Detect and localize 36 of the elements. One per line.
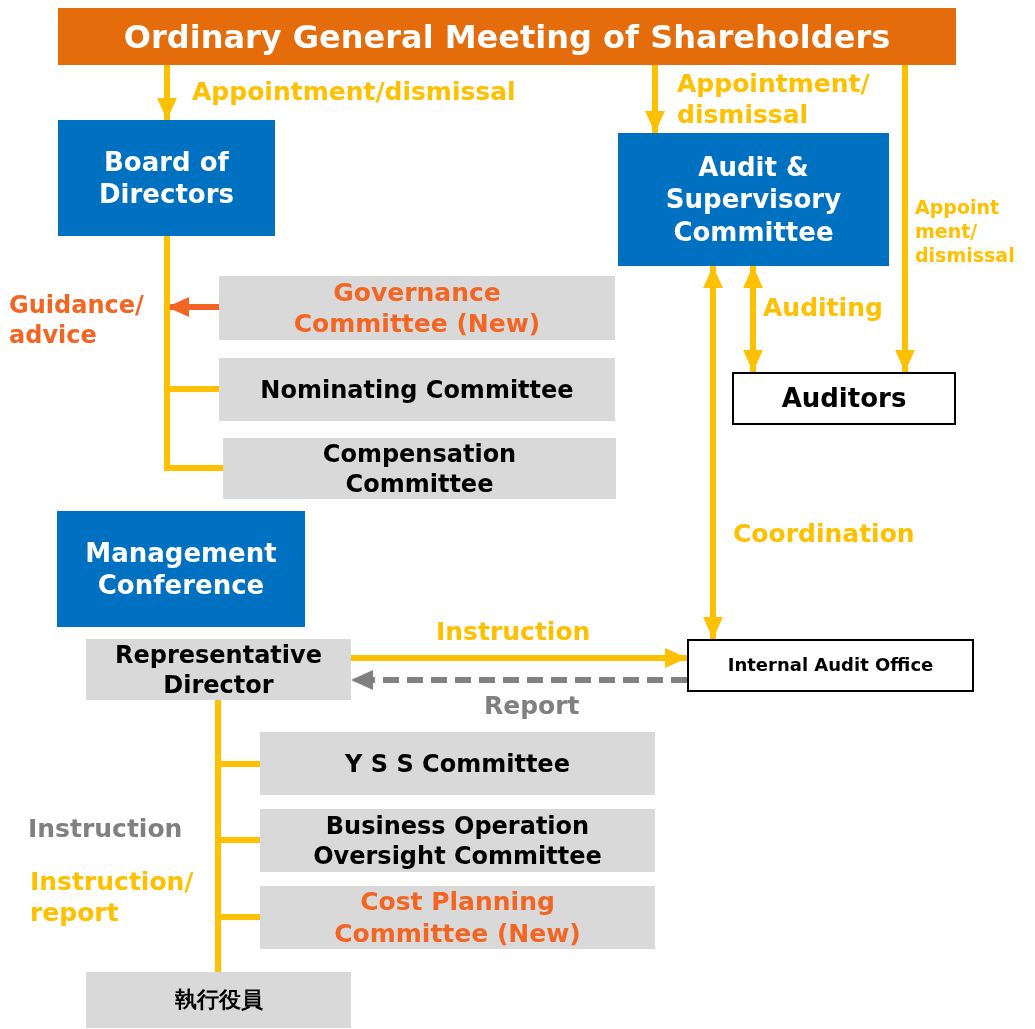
node-text: Governance Committee (New) xyxy=(292,276,542,340)
node-text: Y S S Committee xyxy=(345,748,570,779)
arrow xyxy=(351,648,687,668)
node-text: 執行役員 xyxy=(174,986,263,1014)
board-box xyxy=(58,120,275,236)
node-text: Business Operation Oversight Committee xyxy=(312,810,603,871)
arrow xyxy=(351,670,687,690)
node-text: Representative Director xyxy=(114,639,323,700)
node-text: Nominating Committee xyxy=(260,374,574,405)
committee-box xyxy=(618,133,889,266)
arrow xyxy=(743,266,763,372)
officer-box xyxy=(86,972,351,1028)
office-box xyxy=(687,639,974,692)
node-text: Ordinary General Meeting of Shareholders xyxy=(123,16,891,57)
meeting-banner xyxy=(58,8,956,65)
arrow xyxy=(703,266,723,639)
arrow xyxy=(895,65,915,372)
node-text: Auditors xyxy=(781,382,907,415)
node-text: Compensation Committee xyxy=(321,438,518,499)
committee-box xyxy=(223,438,616,499)
auditors-box xyxy=(732,372,956,425)
committee-box xyxy=(219,358,615,421)
director-box xyxy=(86,639,351,700)
node-text: Internal Audit Office xyxy=(727,654,934,677)
node-text: Cost Planning Committee (New) xyxy=(333,886,582,949)
arrow xyxy=(167,297,219,317)
conference-box xyxy=(57,511,305,627)
arrow xyxy=(645,65,665,133)
node-text: Management Conference xyxy=(84,536,278,602)
committee-box xyxy=(260,732,655,795)
arrow xyxy=(157,65,177,120)
node-text: Audit & Supervisory Committee xyxy=(664,150,843,249)
committee-box xyxy=(219,276,615,340)
committee-box xyxy=(260,809,655,872)
committee-box xyxy=(260,886,655,949)
node-text: Board of Directors xyxy=(98,145,235,211)
